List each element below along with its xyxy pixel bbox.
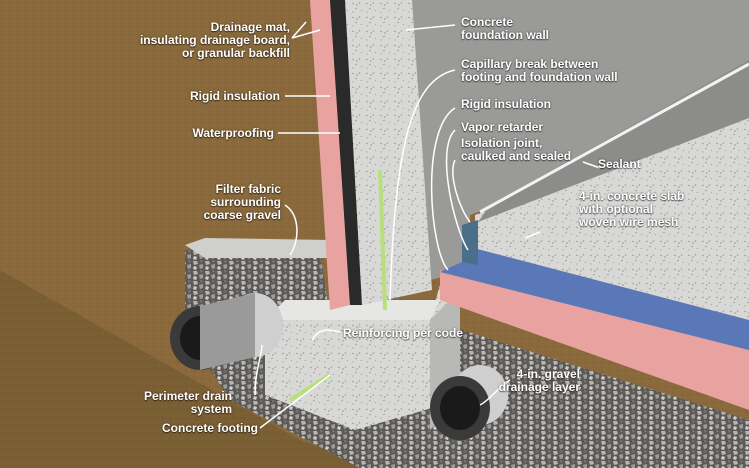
label-filter-fabric: Filter fabric surrounding coarse gravel — [160, 183, 281, 222]
vapor-retarder-layer — [440, 245, 749, 350]
label-slab: 4-in. concrete slab with optional woven … — [579, 190, 684, 229]
label-isolation-joint: Isolation joint, caulked and sealed — [461, 137, 571, 163]
label-reinforcing: Reinforcing per code — [343, 326, 464, 340]
label-filter-fabric-line1: Filter fabric — [215, 182, 281, 196]
label-vapor-retarder: Vapor retarder — [461, 120, 544, 134]
label-slab-line2: with optional — [579, 202, 653, 216]
concrete-footing — [265, 285, 460, 430]
filter-fabric — [185, 238, 330, 258]
footing-top — [265, 300, 440, 320]
label-capillary-break: Capillary break between footing and foun… — [461, 58, 618, 84]
label-perimeter-drain-line2: system — [190, 402, 232, 416]
label-isolation-joint-line1: Isolation joint, — [461, 136, 543, 150]
label-rigid-insulation-inner: Rigid insulation — [461, 97, 551, 111]
label-slab-line1: 4-in. concrete slab — [579, 189, 685, 203]
rigid-insulation-outer — [310, 0, 350, 310]
label-sealant: Sealant — [598, 157, 641, 171]
label-concrete-wall-line2: foundation wall — [461, 28, 549, 42]
label-filter-fabric-line3: coarse gravel — [203, 208, 281, 222]
label-drainage-mat-line2: insulating drainage board, — [139, 33, 290, 47]
concrete-slab — [462, 115, 749, 320]
label-capillary-break-line2: footing and foundation wall — [461, 70, 618, 84]
isolation-joint — [462, 220, 478, 265]
label-gravel-layer-line2: drainage layer — [498, 380, 580, 394]
waterproofing-layer — [330, 0, 362, 305]
label-gravel-layer-line1: 4-in. gravel — [516, 367, 580, 381]
label-concrete-wall: Concrete foundation wall — [461, 16, 549, 42]
soil-lower — [0, 270, 380, 468]
rigid-insulation-slab — [440, 270, 749, 410]
interior-wall — [410, 0, 749, 285]
label-concrete-footing: Concrete footing — [162, 421, 258, 435]
perimeter-drain-pipe-right — [430, 365, 508, 440]
sealant-line — [479, 62, 749, 214]
leader-lines — [254, 21, 601, 429]
label-filter-fabric-line2: surrounding — [210, 195, 281, 209]
foundation-wall — [345, 0, 432, 305]
label-waterproofing: Waterproofing — [192, 126, 274, 140]
label-drainage-mat-line1: Drainage mat, — [210, 20, 290, 34]
label-isolation-joint-line2: caulked and sealed — [461, 149, 572, 163]
label-drainage-mat: Drainage mat, insulating drainage board,… — [100, 21, 290, 60]
label-gravel-layer: 4-in. gravel drainage layer — [470, 368, 580, 394]
label-perimeter-drain: Perimeter drain system — [140, 390, 232, 416]
perimeter-drain-pipe-left — [170, 293, 283, 370]
rebar-vertical — [378, 169, 387, 311]
label-capillary-break-line1: Capillary break between — [461, 57, 599, 71]
label-rigid-insulation-outer: Rigid insulation — [190, 89, 280, 103]
label-drainage-mat-line3: or granular backfill — [181, 46, 290, 60]
label-slab-line3: woven wire mesh — [579, 215, 679, 229]
label-concrete-wall-line1: Concrete — [461, 15, 514, 29]
label-perimeter-drain-line1: Perimeter drain — [143, 389, 232, 403]
